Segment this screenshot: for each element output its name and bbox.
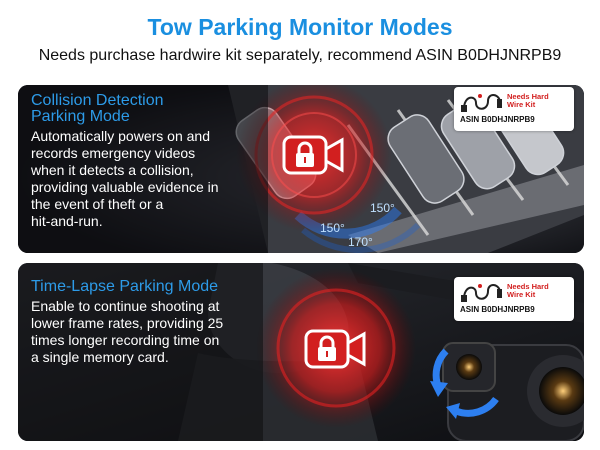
badge-line2: Wire Kit (507, 100, 536, 109)
badge-line2: Wire Kit (507, 290, 536, 299)
description-line: Automatically powers on and (31, 128, 210, 144)
description-line: hit-and-run. (31, 213, 103, 229)
collision-mode-title-line1: Collision Detection (31, 92, 164, 109)
badge-asin: ASIN B0DHJNRPB9 (460, 115, 535, 124)
description-line: a single memory card. (31, 349, 169, 365)
time-lapse-description: Enable to continue shooting at lower fra… (31, 298, 223, 366)
badge-line1: Needs Hard (507, 92, 549, 101)
description-line: lower frame rates, providing 25 (31, 315, 224, 331)
badge-asin: ASIN B0DHJNRPB9 (460, 305, 535, 314)
camera-lock-icon (282, 131, 346, 179)
description-line: times longer recording time on (31, 332, 220, 348)
hardwire-kit-badge: Needs Hard Wire Kit ASIN B0DHJNRPB9 (454, 87, 574, 131)
description-line: records emergency videos (31, 145, 196, 161)
badge-line1: Needs Hard (507, 282, 549, 291)
hardwire-kit-icon (461, 94, 502, 112)
collision-mode-description: Automatically powers on and records emer… (31, 128, 219, 230)
angle-label-left: 150° (320, 221, 345, 235)
badge-title: Needs Hard Wire Kit (507, 93, 549, 109)
rotate-arrows-icon (430, 348, 499, 419)
collision-detection-panel: Collision Detection Parking Mode Automat… (18, 85, 584, 253)
collision-mode-title: Collision Detection Parking Mode (31, 93, 164, 125)
angle-label-right: 150° (370, 201, 395, 215)
time-lapse-mode-title: Time-Lapse Parking Mode (31, 278, 219, 295)
page-title: Tow Parking Monitor Modes (147, 14, 453, 40)
camera-lock-icon (304, 325, 368, 373)
description-line: when it detects a collision, (31, 162, 194, 178)
hardwire-kit-badge: Needs Hard Wire Kit ASIN B0DHJNRPB9 (454, 277, 574, 321)
time-lapse-panel: Time-Lapse Parking Mode Enable to contin… (18, 263, 584, 441)
badge-title: Needs Hard Wire Kit (507, 283, 549, 299)
hardwire-kit-icon (461, 284, 502, 302)
collision-mode-title-line2: Parking Mode (31, 108, 130, 125)
angle-label-center: 170° (348, 235, 373, 249)
description-line: the event of theft or a (31, 196, 164, 212)
description-line: Enable to continue shooting at (31, 298, 220, 314)
page-subtitle: Needs purchase hardwire kit separately, … (38, 47, 562, 64)
description-line: providing valuable evidence in (31, 179, 219, 195)
